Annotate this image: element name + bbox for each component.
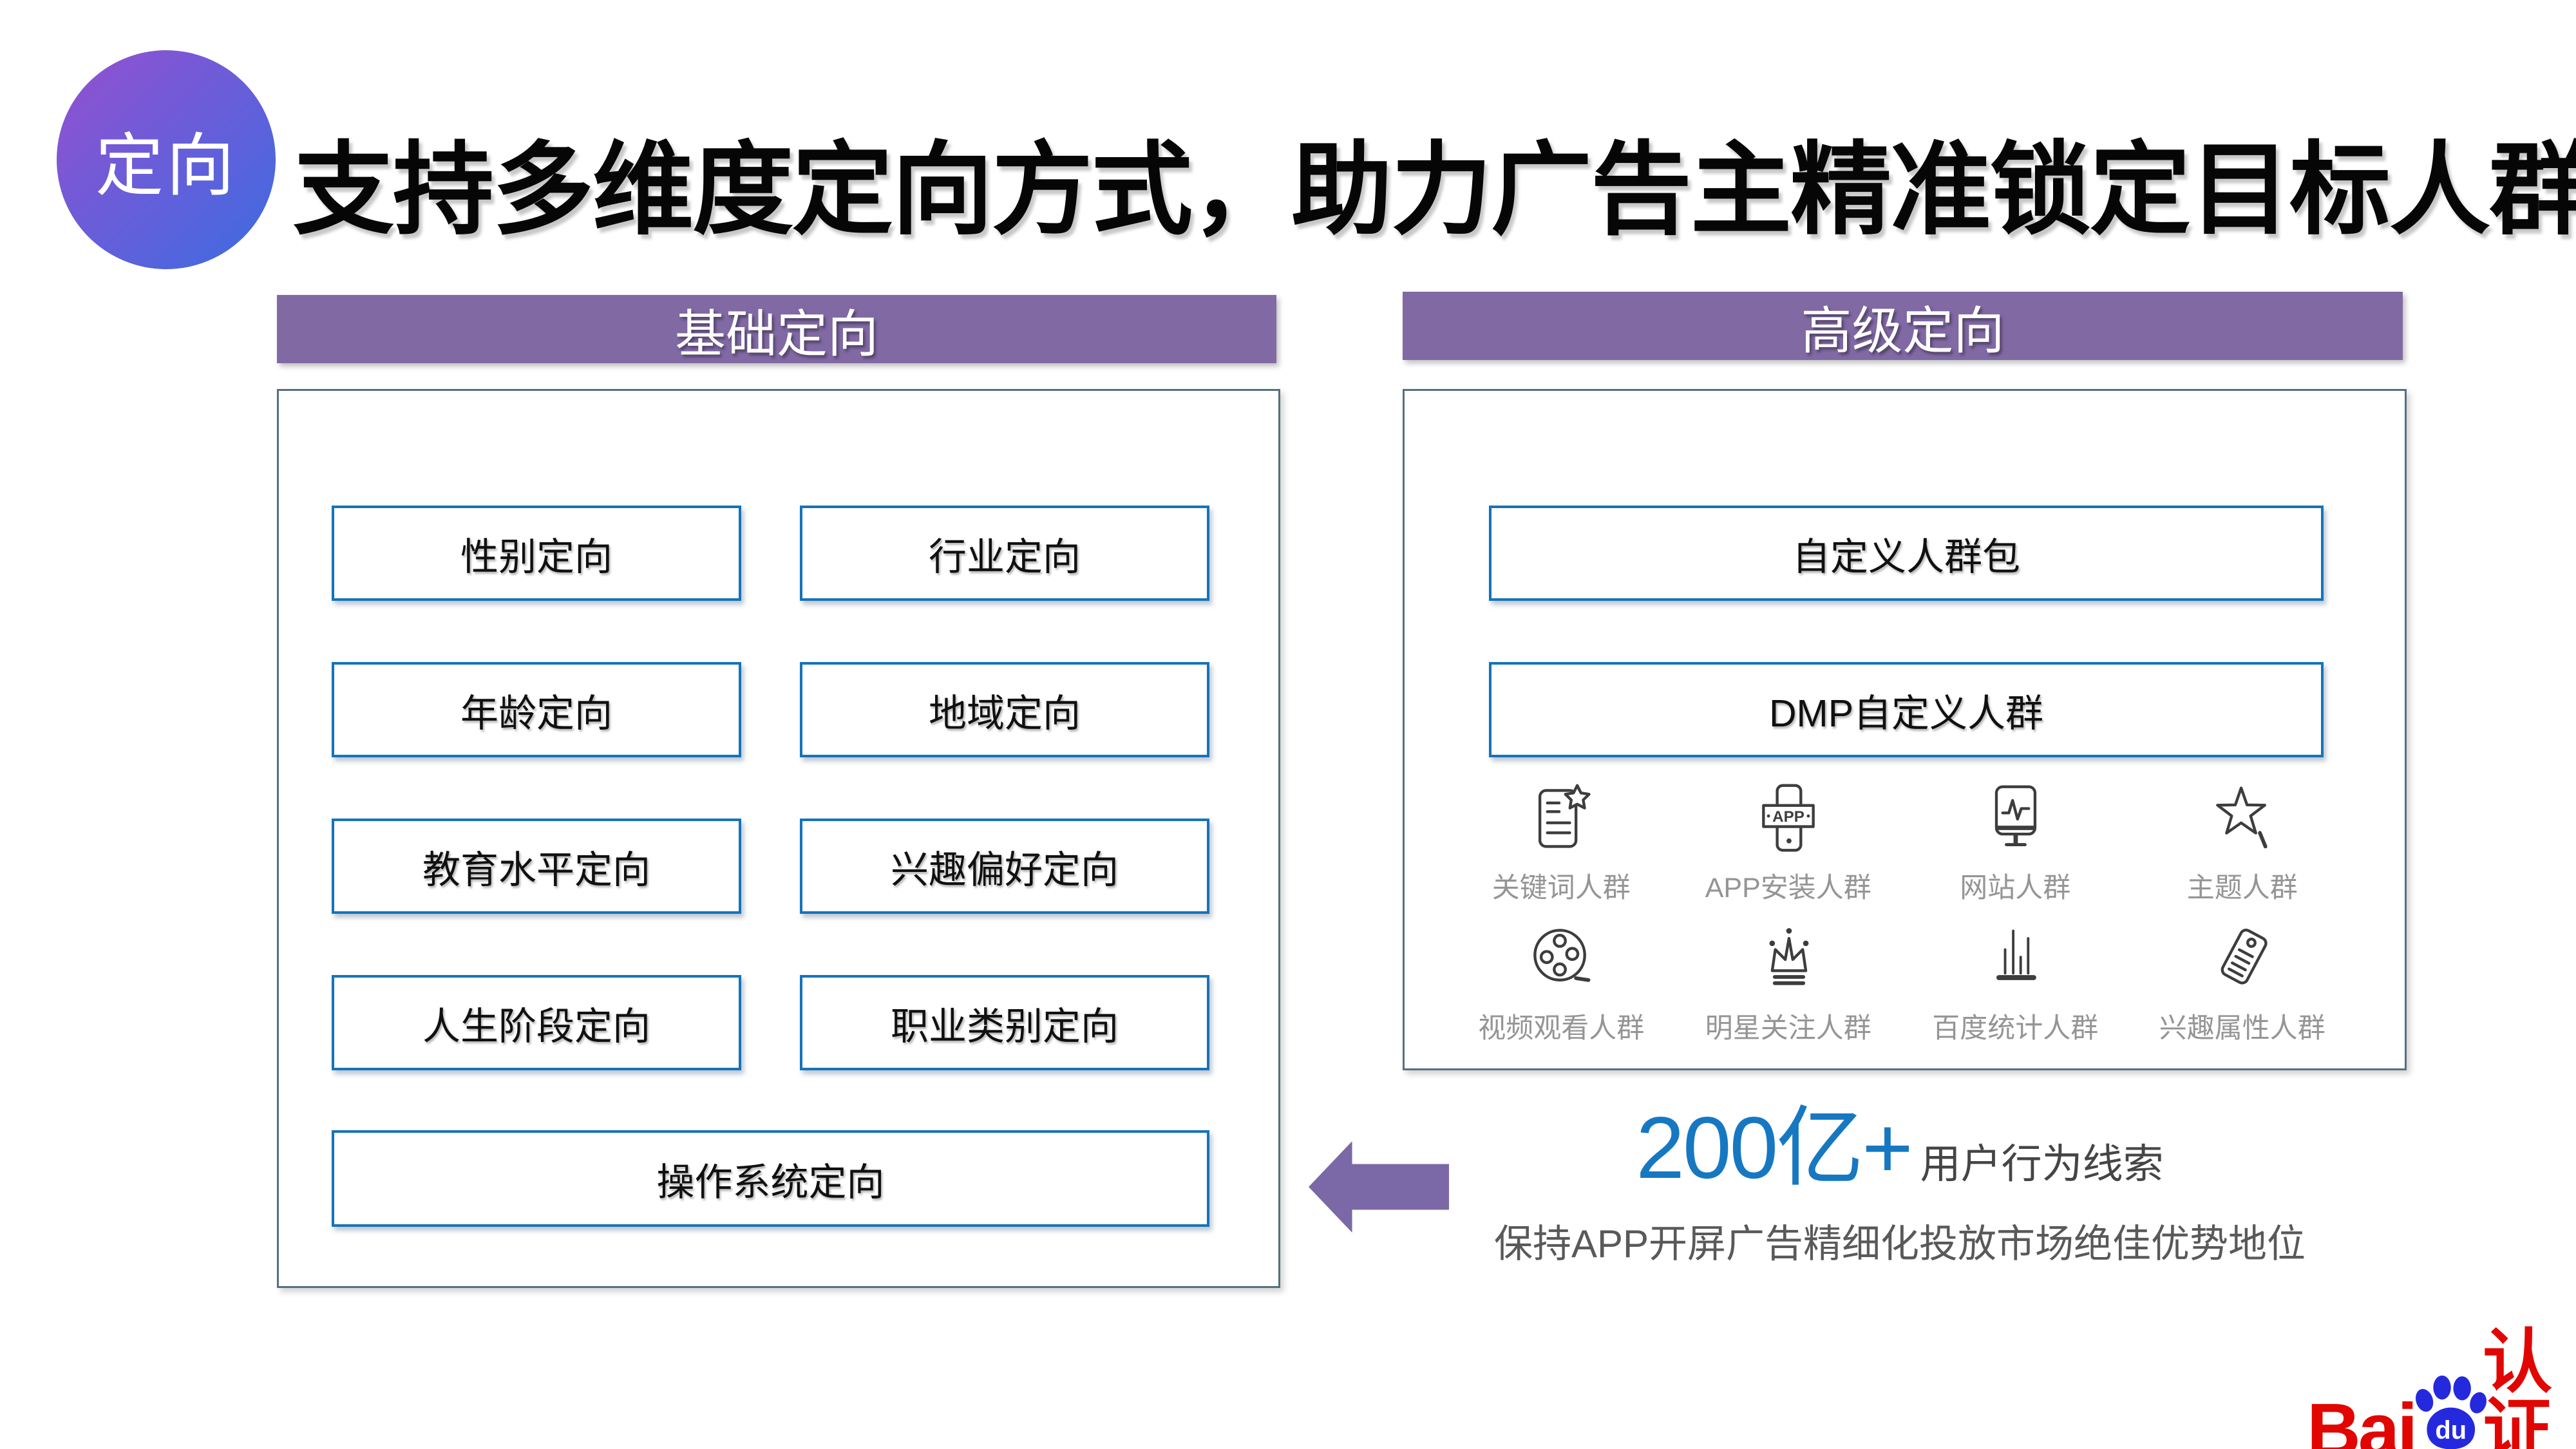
audience-item-label: 主题人群 xyxy=(2186,873,2298,904)
stat-line: 200亿+用户行为线索 xyxy=(1462,1077,2338,1204)
audience-item-interest-attr: 兴趣属性人群 xyxy=(2129,921,2356,1046)
targeting-box-age: 年龄定向 xyxy=(332,662,741,757)
targeting-box-education: 教育水平定向 xyxy=(332,819,741,914)
basic-targeting-header: 基础定向 xyxy=(277,295,1276,363)
audience-item-label: 兴趣属性人群 xyxy=(2159,1013,2325,1044)
targeting-box-occupation: 职业类别定向 xyxy=(800,975,1209,1070)
audience-item-label: 百度统计人群 xyxy=(1932,1013,2099,1044)
audience-item-label: 关键词人群 xyxy=(1492,873,1631,904)
targeting-badge-label: 定向 xyxy=(95,128,237,204)
targeting-box-interest: 兴趣偏好定向 xyxy=(800,819,1209,914)
audience-item-keyword: 关键词人群 xyxy=(1448,781,1675,905)
baidu-logo-text-bai: Bai xyxy=(2307,1387,2418,1449)
audience-icon-row-1: 关键词人群 APP APP安装人群 网站人群 xyxy=(1448,781,2356,905)
targeting-box-os: 操作系统定向 xyxy=(332,1130,1209,1227)
audience-item-topic: 主题人群 xyxy=(2129,781,2356,905)
audience-item-celebrity: 明星关注人群 xyxy=(1675,921,1902,1046)
audience-item-label: 网站人群 xyxy=(1960,873,2071,904)
app-install-icon: APP xyxy=(1761,784,1815,852)
website-monitor-icon xyxy=(1995,785,2037,846)
targeting-box-dmp-audience: DMP自定义人群 xyxy=(1489,662,2324,757)
targeting-box-region: 地域定向 xyxy=(800,662,1209,757)
crown-icon xyxy=(1769,928,1809,985)
audience-item-video: 视频观看人群 xyxy=(1448,921,1675,1046)
audience-item-label: 明星关注人群 xyxy=(1705,1013,1871,1044)
stat-suffix: 用户行为线索 xyxy=(1920,1142,2164,1187)
bar-chart-icon xyxy=(1996,929,2037,980)
baidu-logo-text-renzheng: 认证 xyxy=(2483,1323,2552,1449)
audience-item-tongji: 百度统计人群 xyxy=(1902,921,2129,1046)
keyword-doc-icon xyxy=(1539,784,1591,848)
tag-icon xyxy=(2221,929,2268,985)
baidu-logo: Bai du 认证 xyxy=(2307,1323,2576,1449)
baidu-paw-icon: du xyxy=(2415,1375,2486,1449)
targeting-box-industry: 行业定向 xyxy=(800,506,1209,601)
stat-number: 200亿+ xyxy=(1636,1099,1913,1197)
stat-description: 保持APP开屏广告精细化投放市场绝佳优势地位 xyxy=(1493,1222,2306,1265)
targeting-badge: 定向 xyxy=(57,50,276,269)
audience-item-website: 网站人群 xyxy=(1902,781,2129,905)
targeting-box-custom-audience: 自定义人群包 xyxy=(1489,506,2324,601)
baidu-logo-text-du: du xyxy=(2435,1416,2467,1444)
stat-block: 200亿+用户行为线索 保持APP开屏广告精细化投放市场绝佳优势地位 xyxy=(1462,1077,2338,1269)
audience-icon-row-2: 视频观看人群 明星关注人群 百度统计人群 xyxy=(1448,921,2356,1046)
topic-star-icon xyxy=(2215,786,2268,849)
left-arrow-shape xyxy=(1309,1141,1449,1233)
targeting-box-life-stage: 人生阶段定向 xyxy=(332,975,741,1070)
advanced-targeting-header: 高级定向 xyxy=(1403,292,2403,360)
svg-text:APP: APP xyxy=(1772,808,1804,826)
page-title: 支持多维度定向方式，助力广告主精准锁定目标人群 xyxy=(293,134,2576,247)
audience-item-label: APP安装人群 xyxy=(1705,873,1871,904)
targeting-box-gender: 性别定向 xyxy=(332,506,741,601)
audience-item-label: 视频观看人群 xyxy=(1478,1013,1645,1044)
video-reel-icon xyxy=(1533,929,1591,982)
audience-item-app-install: APP APP安装人群 xyxy=(1675,781,1902,905)
